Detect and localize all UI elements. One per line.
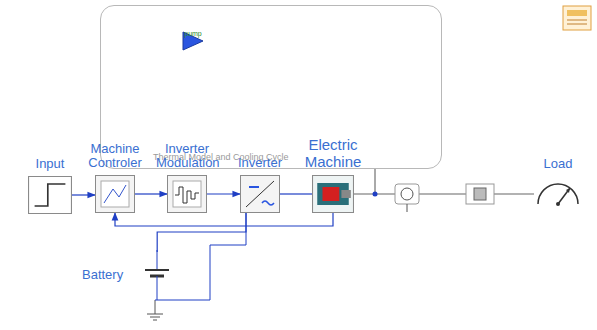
speed-sensor bbox=[395, 184, 419, 212]
signal-arrow bbox=[115, 213, 333, 226]
block-label: Battery bbox=[82, 268, 123, 283]
settings-icon bbox=[563, 6, 591, 30]
inertia bbox=[466, 184, 494, 204]
component-block: Machine Controler bbox=[87, 142, 143, 213]
block-icon bbox=[28, 176, 72, 214]
block-label: Machine Controler bbox=[87, 142, 143, 171]
block-label: Electric Machine bbox=[304, 137, 362, 171]
signal-arrow bbox=[135, 193, 167, 194]
block-icon bbox=[240, 175, 280, 213]
component-block: Input bbox=[25, 157, 75, 214]
subsystem-panel: Thermal Model and Cooling Cyclepump bbox=[100, 5, 442, 169]
ground-symbol bbox=[147, 300, 163, 320]
block-icon bbox=[312, 175, 354, 213]
block-label: pump bbox=[173, 30, 213, 38]
component-block: Inverter bbox=[230, 156, 290, 213]
wire bbox=[157, 213, 246, 252]
block-icon bbox=[534, 176, 582, 208]
component-block: Load bbox=[533, 157, 583, 208]
battery-symbol bbox=[139, 250, 175, 300]
signal-arrow bbox=[72, 194, 95, 195]
pump-block: pump bbox=[181, 30, 205, 54]
wire bbox=[354, 193, 534, 194]
block-icon bbox=[95, 175, 135, 213]
component-block: Electric Machine bbox=[304, 137, 362, 213]
battery-block: Battery bbox=[82, 250, 175, 300]
block-label: Inverter Modulation bbox=[156, 142, 218, 171]
block-label: Input bbox=[25, 157, 75, 172]
wire bbox=[280, 193, 312, 194]
block-icon bbox=[167, 175, 207, 213]
block-label: Inverter bbox=[230, 156, 290, 171]
component-block: Inverter Modulation bbox=[156, 142, 218, 213]
block-label: Load bbox=[533, 157, 583, 172]
signal-arrow bbox=[207, 193, 240, 194]
